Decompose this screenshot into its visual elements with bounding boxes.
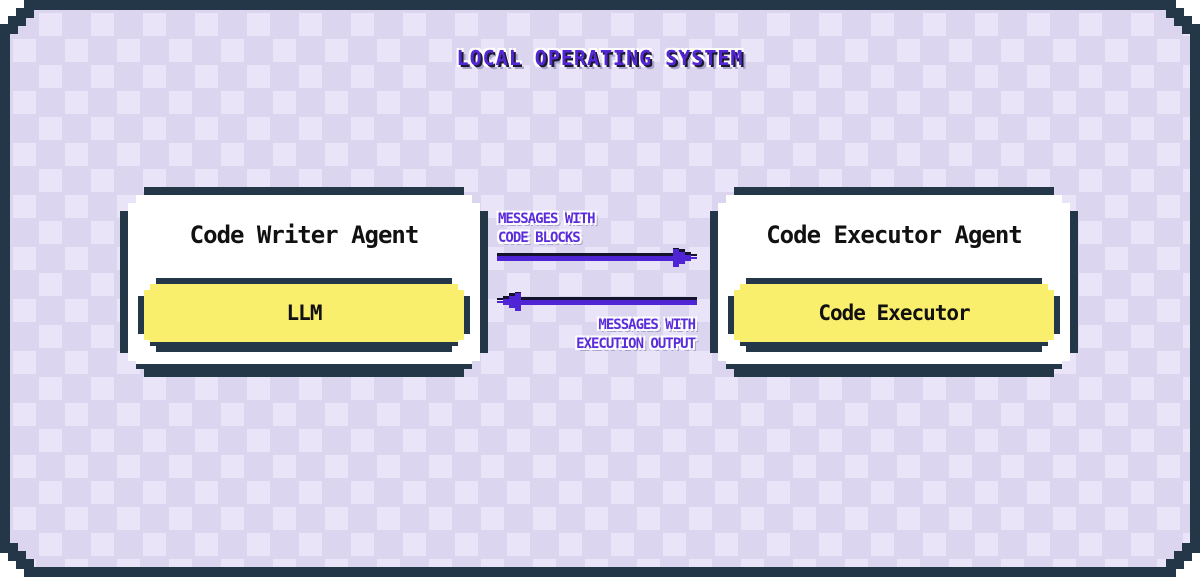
arrow-right-icon	[497, 248, 697, 270]
label-line: EXECUTION OUTPUT	[576, 336, 695, 352]
label-messages-execution-output: MESSAGES WITH EXECUTION OUTPUT	[576, 316, 695, 354]
agent-box-code-writer: Code Writer Agent LLM	[120, 187, 488, 377]
code-executor-chip-label: Code Executor	[818, 301, 970, 325]
diagram-background: LOCAL OPERATING SYSTEM Code Writer Agent…	[10, 10, 1190, 567]
agent-title-code-executor: Code Executor Agent	[766, 221, 1022, 249]
agent-box-code-executor: Code Executor Agent Code Executor	[710, 187, 1078, 377]
label-messages-code-blocks: MESSAGES WITH CODE BLOCKS	[498, 210, 595, 248]
code-executor-chip: Code Executor	[728, 278, 1060, 352]
label-line: CODE BLOCKS	[498, 230, 580, 246]
arrow-left-icon	[497, 292, 697, 314]
llm-chip: LLM	[138, 278, 470, 352]
agent-title-code-writer: Code Writer Agent	[189, 221, 419, 249]
label-line: MESSAGES WITH	[498, 211, 595, 227]
system-title: LOCAL OPERATING SYSTEM	[456, 46, 744, 70]
llm-chip-label: LLM	[286, 301, 322, 325]
label-line: MESSAGES WITH	[598, 317, 695, 333]
